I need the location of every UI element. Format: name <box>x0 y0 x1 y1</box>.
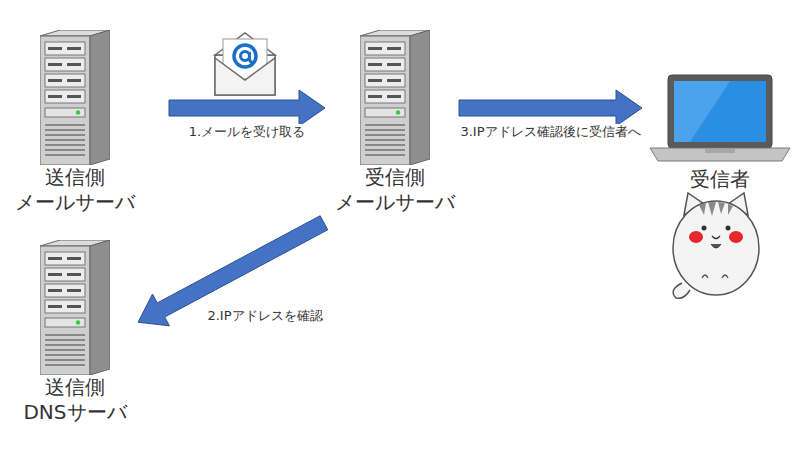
cat-body <box>673 201 759 295</box>
icon-space <box>650 75 790 167</box>
node-label: 送信側 DNSサーバ <box>23 375 126 425</box>
at-symbol <box>234 45 256 67</box>
block-arrow <box>169 90 325 126</box>
cat-feet <box>702 275 728 278</box>
cat-eye <box>702 226 707 231</box>
cat-cheek <box>689 231 703 243</box>
server-node: 送信側 メールサーバ <box>11 26 139 219</box>
cat-stripes <box>699 202 733 216</box>
cat-mouth <box>712 236 720 239</box>
node-label: 受信側 メールサーバ <box>335 165 455 215</box>
edge-label: 2.IPアドレスを確認 <box>204 308 325 325</box>
cat-eye <box>726 226 731 231</box>
server-node: 受信側 メールサーバ <box>331 26 459 219</box>
server-icon <box>40 240 110 375</box>
icon-space <box>23 240 127 375</box>
block-arrow <box>138 216 328 326</box>
server-node: 送信側 DNSサーバ <box>19 236 131 429</box>
envelope-front <box>215 58 275 95</box>
at-symbol-tail <box>250 52 255 62</box>
screen-highlight <box>674 81 730 142</box>
node-label: 送信側 メールサーバ <box>15 165 135 215</box>
edge-label: 3.IPアドレス確認後に受信者へ <box>457 124 643 141</box>
edge-label: 1.メールを受け取る <box>186 124 308 141</box>
block-arrow <box>459 90 642 126</box>
laptop-icon <box>650 75 790 161</box>
laptop-frame <box>668 75 772 148</box>
cat-cheek <box>729 231 743 243</box>
laptop-base <box>650 148 790 161</box>
server-icon <box>360 30 430 165</box>
laptop-notch <box>705 149 735 153</box>
server-node: 受信者 <box>646 71 794 196</box>
icon-space <box>335 30 455 165</box>
cat-paws <box>711 244 721 248</box>
cat-illustration <box>673 193 759 298</box>
server-icon <box>40 30 110 165</box>
envelope-icon <box>215 33 275 95</box>
laptop-screen <box>674 81 766 142</box>
cat-tail <box>673 283 690 298</box>
icon-space <box>15 30 135 165</box>
node-label: 受信者 <box>690 167 750 192</box>
